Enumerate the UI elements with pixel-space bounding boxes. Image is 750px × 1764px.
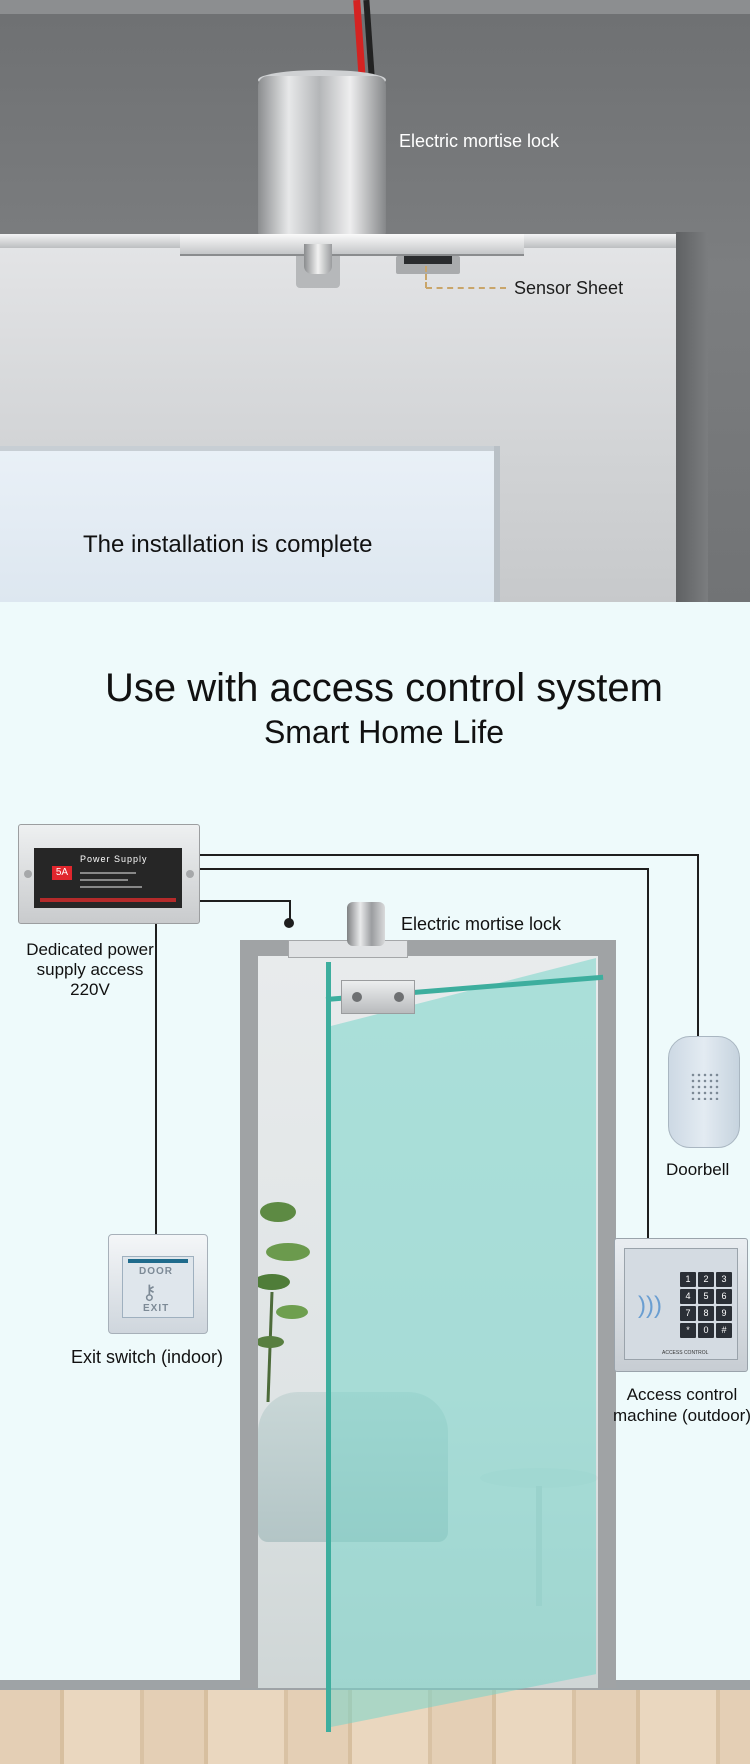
sensor-slot <box>404 256 452 264</box>
keypad-key: 0 <box>698 1323 714 1338</box>
keypad-key: 1 <box>680 1272 696 1287</box>
keypad-key: 5 <box>698 1289 714 1304</box>
rfid-icon: ))) <box>638 1292 662 1319</box>
psu-spec-line <box>80 872 136 874</box>
speaker-grille-icon <box>690 1072 720 1100</box>
wire-junction-dot <box>284 918 294 928</box>
power-supply-label: Dedicated power supply access 220V <box>26 940 154 999</box>
screw-icon <box>394 992 404 1002</box>
mounting-plate <box>180 234 524 256</box>
wire-lock-vertical <box>289 900 291 922</box>
exit-switch-label: Exit switch (indoor) <box>71 1347 224 1367</box>
wire-doorbell-horizontal <box>200 854 698 856</box>
sensor-leader-line <box>426 287 506 289</box>
wire-lock-horizontal <box>200 900 290 902</box>
keypad-key: 2 <box>698 1272 714 1287</box>
screw-icon <box>352 992 362 1002</box>
psu-spec-line <box>80 879 128 881</box>
keypad-key: 8 <box>698 1306 714 1321</box>
keypad-key: # <box>716 1323 732 1338</box>
subheadline: Smart Home Life <box>263 714 505 750</box>
door-frame-left <box>240 940 258 1688</box>
wire-access-horizontal <box>200 868 648 870</box>
installation-photo: Electric mortise lock Sensor Sheet The i… <box>0 0 750 602</box>
lock-bolt <box>304 244 332 274</box>
lock-cylinder <box>258 76 386 236</box>
glass-pane <box>0 446 500 602</box>
wire-exit-vertical <box>155 924 157 1234</box>
exit-switch-button <box>122 1256 194 1318</box>
top-lock-label: Electric mortise lock <box>399 131 560 151</box>
access-control-label: Access control machine (outdoor) <box>613 1385 750 1425</box>
headline: Use with access control system <box>105 666 663 710</box>
glass-door-clamp <box>341 980 415 1014</box>
ceiling-strip <box>0 0 750 14</box>
exit-word-door: DOOR <box>139 1266 173 1277</box>
doorbell-label: Doorbell <box>666 1160 730 1179</box>
access-brand: ACCESS CONTROL <box>662 1350 709 1356</box>
exit-switch-bar <box>128 1259 188 1263</box>
screw-icon <box>24 870 32 878</box>
keypad-key: 4 <box>680 1289 696 1304</box>
keypad-key: 9 <box>716 1306 732 1321</box>
sensor-label: Sensor Sheet <box>514 278 624 298</box>
psu-spec-line <box>80 886 142 888</box>
keypad-key: 7 <box>680 1306 696 1321</box>
mortise-lock-label: Electric mortise lock <box>401 914 562 934</box>
sensor-leader-vertical <box>425 266 427 288</box>
keypad-key: 6 <box>716 1289 732 1304</box>
keypad-key: * <box>680 1323 696 1338</box>
glass-door-edge <box>326 962 331 1732</box>
door-panel-shadow <box>676 232 708 602</box>
wire-access-vertical <box>647 868 649 1238</box>
key-icon: ⚷ <box>142 1282 157 1304</box>
screw-icon <box>186 870 194 878</box>
access-control-face <box>624 1248 738 1360</box>
psu-badge: 5A <box>52 866 72 880</box>
glass-door <box>326 958 596 1728</box>
door-frame-right <box>598 940 616 1688</box>
psu-warning-strip <box>40 898 176 902</box>
wire-doorbell-vertical <box>697 854 699 1036</box>
system-diagram: Use with access control system Smart Hom… <box>0 602 750 1764</box>
psu-title: Power Supply <box>80 854 148 864</box>
plant-icon <box>258 1202 310 1403</box>
installation-complete-text: The installation is complete <box>83 531 373 558</box>
exit-word-exit: EXIT <box>143 1303 170 1314</box>
keypad-key: 3 <box>716 1272 732 1287</box>
lock-cylinder <box>347 902 385 946</box>
